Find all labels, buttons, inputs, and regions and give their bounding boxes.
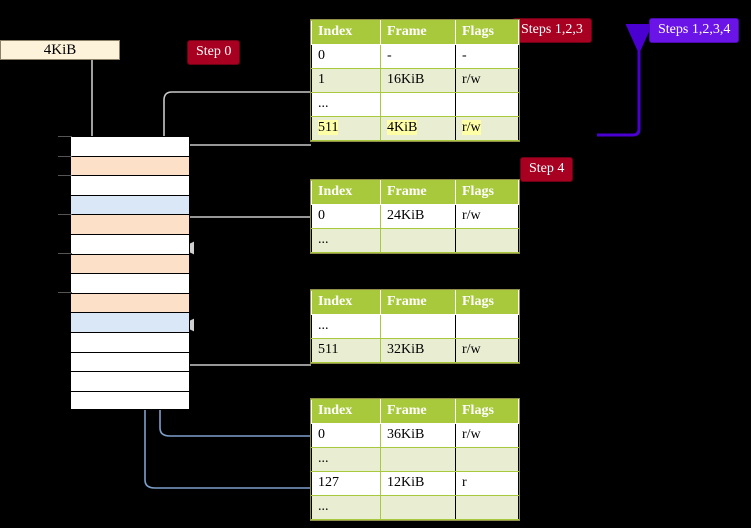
- table-cell: 32KiB: [380, 338, 456, 363]
- memory-tick-mark: [58, 214, 72, 215]
- memory-frame-row: [70, 312, 190, 332]
- table-cell: [380, 447, 456, 472]
- wire-t3-511-to-mem: [180, 318, 311, 366]
- memory-frame-row: [70, 253, 190, 274]
- table-cell: 36KiB: [380, 423, 456, 448]
- memory-tick-mark: [58, 253, 72, 254]
- memory-frame-row: [70, 175, 190, 195]
- table-cell: [455, 228, 519, 253]
- memory-tick-mark: [58, 175, 72, 176]
- table-cell: [380, 228, 456, 253]
- table-row: ...: [311, 447, 519, 472]
- table-row: ...: [311, 92, 519, 117]
- memory-frame-row: [70, 331, 190, 352]
- table-cell: 1: [311, 68, 381, 93]
- column-header: Frame: [380, 290, 456, 315]
- table-cell: [455, 314, 519, 339]
- table-cell: ...: [311, 447, 381, 472]
- memory-tick-mark: [58, 136, 72, 137]
- memory-frame-row: [70, 233, 190, 254]
- table-cell: 127: [311, 471, 381, 496]
- table-cell: r/w: [455, 338, 519, 363]
- table-cell: r/w: [455, 204, 519, 229]
- table-cell: 12KiB: [380, 471, 456, 496]
- memory-frame-row: [70, 136, 190, 156]
- column-header: Index: [311, 290, 381, 315]
- table-cell: 0: [311, 423, 381, 448]
- step-4-badge: Step 4: [521, 158, 573, 181]
- memory-frame-row: [70, 292, 190, 313]
- table-cell: ...: [311, 228, 381, 253]
- table-cell: [455, 495, 519, 520]
- table-cell: 4KiB: [380, 116, 456, 141]
- table-cell: r/w: [455, 68, 519, 93]
- table-row: ...: [311, 228, 519, 253]
- table-cell: ...: [311, 495, 381, 520]
- table-cell: [380, 495, 456, 520]
- table-row: ...: [311, 495, 519, 520]
- memory-frame-row: [70, 273, 190, 293]
- memory-tick-mark: [58, 292, 72, 293]
- column-header: Flags: [455, 20, 519, 45]
- steps-1234-badge: Steps 1,2,3,4: [650, 19, 739, 42]
- table-cell: ...: [311, 92, 381, 117]
- table-cell: 16KiB: [380, 68, 456, 93]
- wire-t2-row0-to-mem: [180, 216, 311, 255]
- column-header: Index: [311, 180, 381, 205]
- table-cell: 0: [311, 204, 381, 229]
- memory-frame-row: [70, 371, 190, 391]
- step-0-badge: Step 0: [188, 41, 240, 64]
- size-box-4kib: 4KiB: [0, 40, 120, 60]
- table-cell: r: [455, 471, 519, 496]
- table-cell: r/w: [455, 423, 519, 448]
- table-cell: [455, 447, 519, 472]
- physical-memory-column: [70, 136, 190, 411]
- column-header: Frame: [380, 399, 456, 424]
- memory-tick-mark: [58, 156, 72, 157]
- table-cell: 0: [311, 44, 381, 69]
- table-cell: 24KiB: [380, 204, 456, 229]
- table-cell: -: [380, 44, 456, 69]
- memory-frame-row: [70, 155, 190, 176]
- memory-frame-row: [70, 351, 190, 372]
- wire-purple-bracket: [597, 24, 653, 137]
- column-header: Index: [311, 399, 381, 424]
- table-cell: -: [455, 44, 519, 69]
- table-row: 0--: [311, 44, 519, 69]
- size-box-label: 4KiB: [43, 41, 77, 58]
- column-header: Flags: [455, 399, 519, 424]
- memory-frame-row: [70, 390, 190, 411]
- column-header: Frame: [380, 20, 456, 45]
- table-cell: 511: [311, 338, 381, 363]
- column-header: Flags: [455, 180, 519, 205]
- table-row: ...: [311, 314, 519, 339]
- table-cell: [380, 314, 456, 339]
- table-cell: [455, 92, 519, 117]
- memory-frame-row: [70, 194, 190, 215]
- table-cell: 511: [311, 116, 381, 141]
- column-header: Flags: [455, 290, 519, 315]
- table-cell: ...: [311, 314, 381, 339]
- table-cell: r/w: [455, 116, 519, 141]
- table-cell: [380, 92, 456, 117]
- column-header: Index: [311, 20, 381, 45]
- column-header: Frame: [380, 180, 456, 205]
- memory-frame-row: [70, 214, 190, 234]
- steps-123-badge: Steps 1,2,3: [513, 19, 591, 42]
